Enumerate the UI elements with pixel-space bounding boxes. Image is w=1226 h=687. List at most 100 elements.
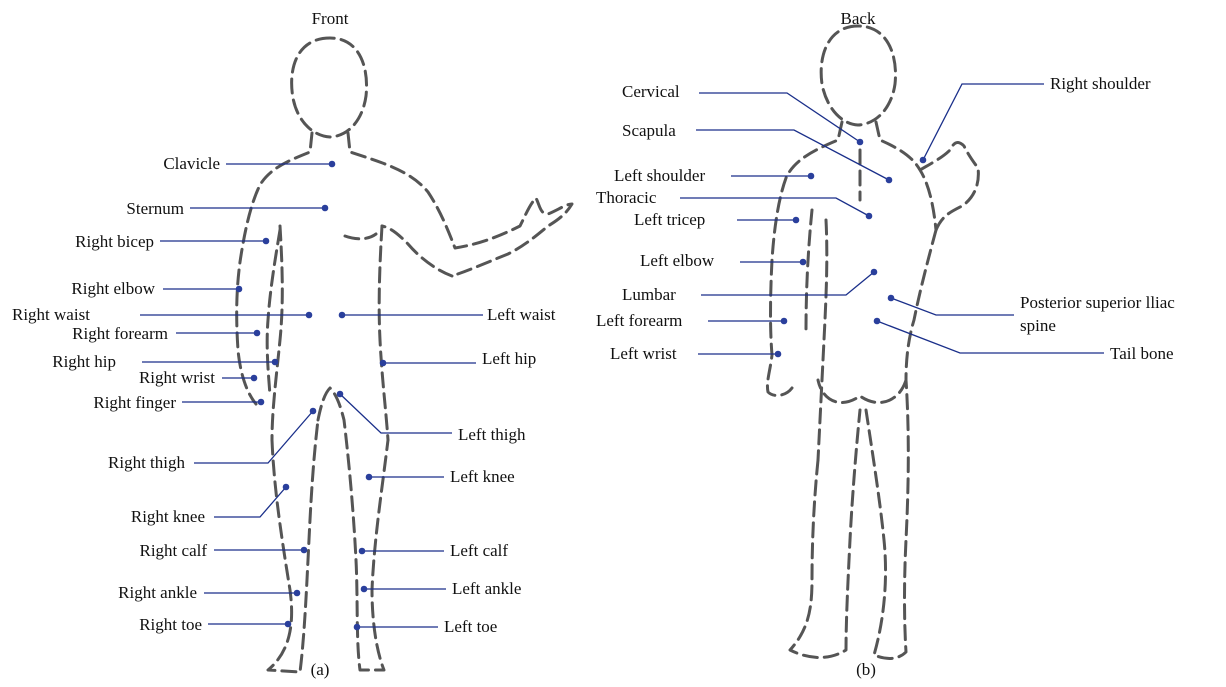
label-sternum: Sternum [126, 199, 328, 218]
label-text: Left hip [482, 349, 536, 368]
label-text: Right toe [139, 615, 202, 634]
marker-dot [775, 351, 782, 358]
leader-line [923, 84, 1044, 160]
marker-dot [866, 213, 873, 220]
marker-dot [800, 259, 807, 266]
label-text: Clavicle [163, 154, 220, 173]
label-text: Left tricep [634, 210, 705, 229]
marker-dot [263, 238, 270, 245]
leader-line [701, 272, 874, 295]
label-left-forearm: Left forearm [596, 311, 787, 330]
label-left-knee: Left knee [366, 467, 515, 486]
label-left-ankle: Left ankle [361, 579, 522, 598]
label-text: Tail bone [1110, 344, 1173, 363]
marker-dot [306, 312, 313, 319]
label-right-bicep: Right bicep [75, 232, 269, 251]
label-text: Right calf [139, 541, 207, 560]
label-right-shoulder: Right shoulder [920, 74, 1151, 163]
marker-dot [366, 474, 373, 481]
label-text: Right forearm [72, 324, 168, 343]
marker-dot [808, 173, 815, 180]
marker-dot [322, 205, 329, 212]
leader-line [699, 93, 860, 142]
marker-dot [301, 547, 308, 554]
label-text: Right thigh [108, 453, 185, 472]
label-lumbar: Lumbar [622, 269, 877, 304]
label-text: Right shoulder [1050, 74, 1151, 93]
leader-line [680, 198, 869, 216]
label-right-wrist: Right wrist [139, 368, 257, 387]
marker-dot [781, 318, 788, 325]
label-text: Sternum [126, 199, 184, 218]
marker-dot [283, 484, 290, 491]
back-body-outline [767, 26, 978, 658]
marker-dot [920, 157, 927, 164]
label-text: Left shoulder [614, 166, 705, 185]
label-left-elbow: Left elbow [640, 251, 806, 270]
label-left-hip: Left hip [380, 349, 537, 368]
label-text: Left waist [487, 305, 556, 324]
label-text: Left elbow [640, 251, 715, 270]
label-text: Posterior superior lliac [1020, 293, 1175, 312]
marker-dot [359, 548, 366, 555]
label-text: Left thigh [458, 425, 526, 444]
label-text: Right elbow [71, 279, 155, 298]
label-right-elbow: Right elbow [71, 279, 242, 298]
label-text: Right hip [52, 352, 116, 371]
label-text: Left toe [444, 617, 497, 636]
marker-dot [354, 624, 361, 631]
marker-dot [380, 360, 387, 367]
label-text: Left wrist [610, 344, 677, 363]
leader-line [340, 394, 452, 433]
marker-dot [285, 621, 292, 628]
label-text: Right bicep [75, 232, 154, 251]
front-annotations: Front Clavicle Sternum Right bicep Right… [12, 9, 556, 679]
label-text: Left knee [450, 467, 515, 486]
marker-dot [337, 391, 344, 398]
marker-dot [254, 330, 261, 337]
marker-dot [272, 359, 279, 366]
label-text: Thoracic [596, 188, 657, 207]
label-text: Left ankle [452, 579, 521, 598]
label-right-thigh: Right thigh [108, 408, 316, 472]
panel-title-front: Front [312, 9, 349, 28]
label-right-forearm: Right forearm [72, 324, 260, 343]
marker-dot [236, 286, 243, 293]
label-right-finger: Right finger [93, 393, 264, 412]
label-left-calf: Left calf [359, 541, 509, 560]
label-text: Lumbar [622, 285, 676, 304]
panel-title-back: Back [841, 9, 876, 28]
leader-line [891, 298, 1014, 315]
marker-dot [871, 269, 878, 276]
label-text: Right wrist [139, 368, 215, 387]
leader-line [194, 411, 313, 463]
marker-dot [339, 312, 346, 319]
marker-dot [251, 375, 258, 382]
label-left-thigh: Left thigh [337, 391, 526, 444]
label-text: Cervical [622, 82, 680, 101]
marker-dot [258, 399, 265, 406]
marker-dot [888, 295, 895, 302]
label-left-wrist: Left wrist [610, 344, 781, 363]
marker-dot [329, 161, 336, 168]
label-text: Left calf [450, 541, 508, 560]
marker-dot [361, 586, 368, 593]
marker-dot [857, 139, 864, 146]
label-text: Scapula [622, 121, 676, 140]
marker-dot [310, 408, 317, 415]
label-text: spine [1020, 316, 1056, 335]
marker-dot [294, 590, 301, 597]
label-text: Right finger [93, 393, 176, 412]
panel-caption-a: (a) [311, 660, 330, 679]
label-right-ankle: Right ankle [118, 583, 300, 602]
marker-dot [793, 217, 800, 224]
label-clavicle: Clavicle [163, 154, 335, 173]
label-left-waist: Left waist [339, 305, 556, 324]
label-posterior-superior-iliac-spine: Posterior superior lliac spine [888, 293, 1176, 335]
label-text: Left forearm [596, 311, 682, 330]
label-right-toe: Right toe [139, 615, 291, 634]
label-text: Right ankle [118, 583, 197, 602]
label-text: Right waist [12, 305, 90, 324]
label-right-knee: Right knee [131, 484, 289, 526]
